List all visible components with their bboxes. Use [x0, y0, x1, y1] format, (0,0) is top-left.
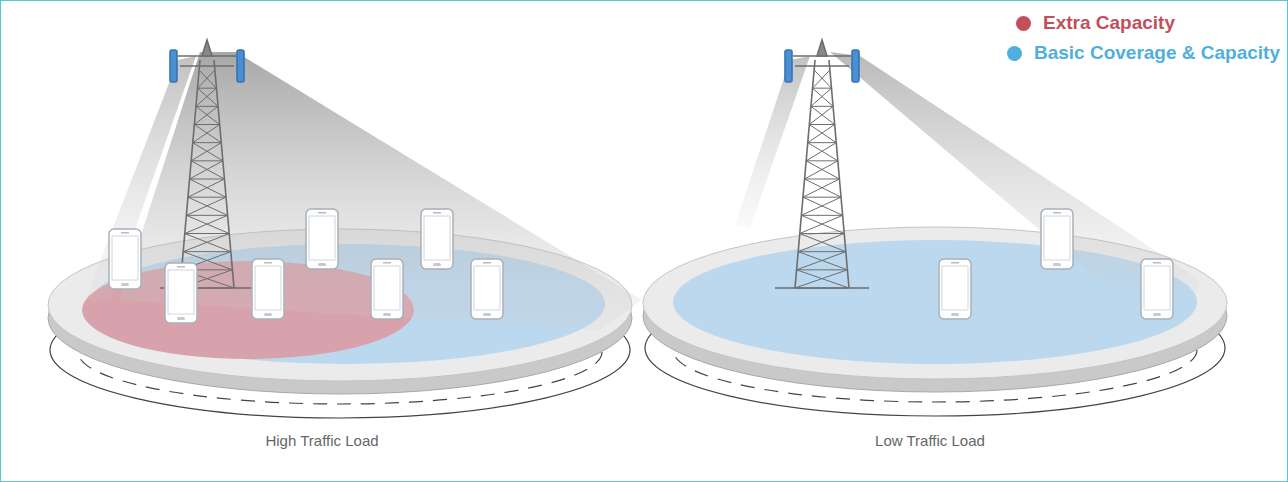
tower-lattice — [193, 125, 220, 143]
legend-text: Extra Capacity — [1043, 12, 1175, 34]
tower-lattice — [814, 70, 831, 88]
tower-lattice — [801, 215, 842, 216]
tower-lattice — [196, 106, 218, 107]
tower-lattice — [194, 106, 218, 124]
legend-row: Basic Coverage & Capacity — [1007, 42, 1280, 64]
tower-lattice — [186, 215, 229, 233]
tower-lattice — [188, 197, 228, 215]
caption-label: High Traffic Load — [265, 432, 378, 449]
tower-lattice — [198, 88, 219, 106]
tower-lattice — [805, 179, 841, 197]
tower-lattice — [190, 179, 226, 197]
tower-lattice — [198, 70, 215, 88]
tower-lattice — [797, 252, 846, 270]
tower-lattice — [196, 88, 217, 106]
tower-right — [775, 40, 869, 288]
tower-lattice — [191, 161, 224, 179]
legend-text: Basic Coverage & Capacity — [1034, 42, 1280, 64]
tower-lattice — [185, 215, 228, 233]
tower-lattice — [194, 125, 221, 143]
tower-lattice — [808, 125, 835, 143]
tower-lattice — [798, 234, 844, 252]
tower-lattice — [185, 234, 231, 252]
tower-lattice — [191, 143, 221, 161]
phones — [109, 209, 1173, 323]
tower-lattice — [801, 197, 841, 215]
tower-lattice — [809, 124, 834, 125]
tower-lattice — [800, 215, 843, 233]
tower-lattice — [803, 179, 839, 197]
tower-lattice — [186, 215, 227, 216]
tower-lattice — [198, 88, 217, 89]
tower-lattice — [813, 88, 834, 106]
tower-lattice — [795, 270, 847, 288]
tower-lattice — [186, 197, 226, 215]
tower-lattice — [811, 88, 832, 106]
tower-lattice — [185, 233, 229, 234]
tower-lattice — [795, 288, 849, 289]
tower-lattice — [811, 106, 835, 124]
tower-lattice — [797, 269, 848, 270]
tower-lattice — [805, 161, 838, 179]
tower-lattice — [194, 124, 219, 125]
tower-lattice — [196, 106, 220, 124]
tower-lattice — [809, 125, 836, 143]
tower-lattice — [806, 161, 839, 179]
legend-row: Extra Capacity — [1016, 12, 1175, 34]
tower-lattice — [188, 179, 224, 197]
tower-lattice — [190, 179, 225, 180]
tower-left — [160, 40, 254, 288]
tower-lattice — [806, 160, 838, 161]
tower-lattice — [199, 70, 216, 88]
tower-lattice — [805, 179, 840, 180]
tower-lattice — [801, 215, 844, 233]
tower-lattice — [800, 233, 844, 234]
tower-lattice — [800, 234, 846, 252]
tower-lattice — [190, 161, 223, 179]
tower-lattice — [808, 142, 837, 143]
tower-lattice — [809, 106, 833, 124]
tower-lattice — [806, 143, 836, 161]
tower-lattice — [811, 106, 833, 107]
tower-lattice — [808, 143, 838, 161]
tower-lattice — [813, 70, 830, 88]
tower-lattice — [193, 143, 223, 161]
tower-lattice — [803, 197, 841, 198]
antenna-beams — [85, 52, 1200, 330]
tower-lattice — [183, 251, 231, 252]
tower-lattice — [183, 234, 229, 252]
tower-lattice — [813, 88, 832, 89]
tower-lattice — [803, 197, 843, 215]
tower-lattice — [191, 160, 223, 161]
caption-label: Low Traffic Load — [875, 432, 985, 449]
legend-swatch — [1016, 16, 1031, 31]
tower-lattice — [798, 251, 846, 252]
legend-swatch — [1007, 46, 1022, 61]
tower-lattice — [797, 270, 849, 288]
tower-lattice — [193, 142, 222, 143]
tower-lattice — [798, 252, 847, 270]
tower-lattice — [188, 197, 226, 198]
